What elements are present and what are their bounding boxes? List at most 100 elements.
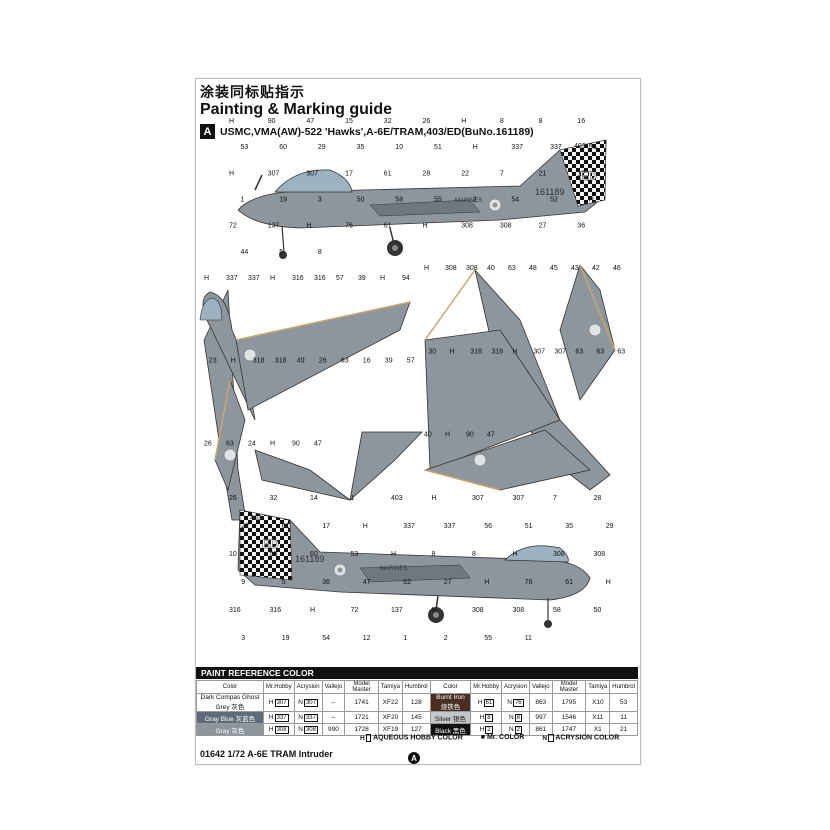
callout-number: 54 [511, 197, 519, 204]
callout-number: 308 [445, 265, 457, 272]
callout-number: 12 [363, 635, 371, 642]
callout-number: 90 [292, 440, 300, 447]
callout-number: 40 [487, 265, 495, 272]
callout-number: 76 [525, 579, 533, 586]
callout-number: H [270, 440, 275, 447]
callout-number: 403 [391, 495, 403, 502]
callout-number: 49 [297, 358, 305, 365]
callout-number: 27 [539, 223, 547, 230]
callout-number: 337 [403, 523, 415, 530]
callout-number: 308 [500, 223, 512, 230]
callout-number: H [270, 275, 275, 282]
callout-number: 61 [384, 223, 392, 230]
callout-number: 62 [403, 579, 411, 586]
col-modelmaster-right: Model Master [551, 680, 587, 694]
callout-number: 55 [434, 197, 442, 204]
scheme-text: USMC,VMA(AW)-522 'Hawks',A-6E/TRAM,403/E… [220, 125, 534, 138]
callout-number: 28 [594, 495, 602, 502]
callout-number: 8 [539, 118, 543, 125]
humbrol-code: 145 [401, 711, 431, 724]
tail-code-top: ED [580, 169, 597, 183]
callout-number: 12 [577, 170, 585, 177]
plan-view-upper [199, 289, 423, 521]
callout-number: 307 [306, 170, 318, 177]
callout-number: 10 [229, 551, 237, 558]
callout-number: 316 [292, 275, 304, 282]
callout-number: 90 [466, 432, 474, 439]
callout-number: 7 [553, 495, 557, 502]
callout-number: 8 [318, 249, 322, 256]
callout-number: 46 [613, 265, 621, 272]
swatch-black: Black 黑色 [429, 723, 472, 736]
callout-number: 35 [357, 144, 365, 151]
callout-number: 9 [241, 579, 245, 586]
callout-number: 3 [318, 197, 322, 204]
col-color-left: Color [196, 680, 264, 694]
callout-number: 58 [270, 551, 278, 558]
modex-bottom: 403 [250, 515, 262, 522]
modelmaster-code: 1546 [551, 711, 587, 724]
scheme-heading: A USMC,VMA(AW)-522 'Hawks',A-6E/TRAM,403… [200, 124, 534, 139]
col-mrhobby-left: Mr.Hobby [262, 680, 295, 694]
tamiya-code: X1 [585, 723, 611, 736]
marines-bottom: MARINES [380, 566, 407, 572]
callout-number: 63 [617, 348, 625, 355]
callout-number: 32 [384, 118, 392, 125]
paint-reference-header: PAINT REFERENCE COLOR [196, 667, 638, 679]
callout-number: 8 [432, 551, 436, 558]
vallejo-code: 997 [528, 711, 553, 724]
callout-number: H [606, 579, 611, 586]
paint-legend: H AQUEOUS HOBBY COLOR ■ Mr. COLOR N ACRY… [360, 734, 619, 742]
callout-number: H [229, 118, 234, 125]
callout-number: 137 [268, 223, 280, 230]
callout-number: 308 [553, 551, 565, 558]
col-mrhobby-right: Mr.Hobby [470, 680, 502, 694]
page-badge: A [408, 752, 420, 764]
callout-number: 53 [351, 551, 359, 558]
callout-number: 337 [248, 275, 260, 282]
humbrol-code: 53 [609, 693, 638, 712]
callout-number: 61 [282, 523, 290, 530]
callout-number: 50 [357, 197, 365, 204]
callout-number: 39 [358, 275, 366, 282]
footer-product: 01642 1/72 A-6E TRAM Intruder [200, 749, 333, 759]
col-tamiya-right: Tamiya [585, 680, 611, 694]
callout-number: 48 [529, 265, 537, 272]
col-tamiya-left: Tamiya [377, 680, 403, 694]
callout-number: 47 [487, 432, 495, 439]
callout-number: H [391, 551, 396, 558]
side-view-top: 403 ED 161189 MARINES [237, 139, 607, 259]
callout-number: 308 [461, 223, 473, 230]
callout-number: 47 [306, 118, 314, 125]
legend-aqueous: H AQUEOUS HOBBY COLOR [360, 734, 463, 742]
swatch-gray: Gray 灰色 [196, 723, 264, 736]
callout-number: 29 [606, 523, 614, 530]
callout-number: 337 [444, 523, 456, 530]
callout-number: H [424, 265, 429, 272]
col-modelmaster-left: Model Master [344, 680, 379, 694]
vallejo-code: 990 [321, 723, 346, 736]
callout-number: 27 [444, 579, 452, 586]
callout-number: H [231, 358, 236, 365]
callout-number: 5 [282, 579, 286, 586]
callout-number: 2 [473, 197, 477, 204]
callout-number: H [513, 551, 518, 558]
callout-number: 32 [270, 495, 278, 502]
callout-number: 318 [491, 348, 503, 355]
callout-number: 307 [554, 348, 566, 355]
callout-number: 16 [577, 118, 585, 125]
humbrol-code: 11 [609, 711, 638, 724]
scheme-badge: A [200, 124, 215, 139]
callout-number: 8 [500, 118, 504, 125]
callout-number: 7 [500, 170, 504, 177]
callout-number: 63 [575, 348, 583, 355]
